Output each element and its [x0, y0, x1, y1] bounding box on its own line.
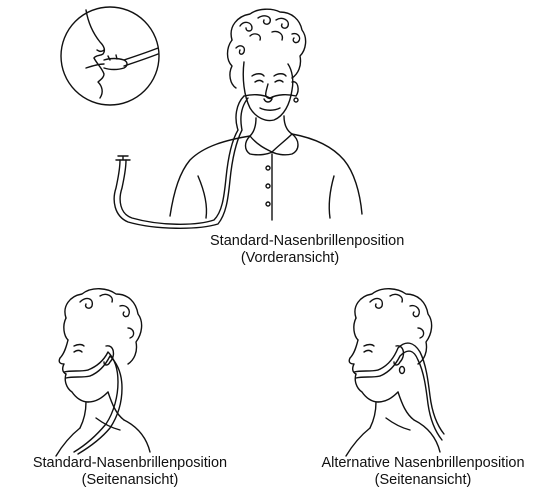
caption-side-standard-subtitle: (Seitenansicht) — [22, 472, 238, 489]
side-view-alternative-illustration — [346, 289, 444, 456]
caption-side-standard: Standard-Nasenbrillenposition (Seitenans… — [22, 455, 238, 489]
caption-front-view: Standard-Nasenbrillenposition (Vorderans… — [210, 233, 370, 267]
caption-side-alternative-subtitle: (Seitenansicht) — [305, 472, 541, 489]
caption-front-subtitle: (Vorderansicht) — [210, 250, 370, 267]
caption-side-standard-title: Standard-Nasenbrillenposition — [22, 455, 238, 472]
caption-side-alternative-title: Alternative Nasenbrillenposition — [305, 455, 541, 472]
detail-inset-illustration — [61, 7, 159, 105]
caption-side-alternative: Alternative Nasenbrillenposition (Seiten… — [305, 455, 541, 489]
caption-front-title: Standard-Nasenbrillenposition — [210, 233, 370, 250]
side-view-standard-illustration — [56, 289, 150, 456]
front-view-illustration — [114, 9, 362, 228]
